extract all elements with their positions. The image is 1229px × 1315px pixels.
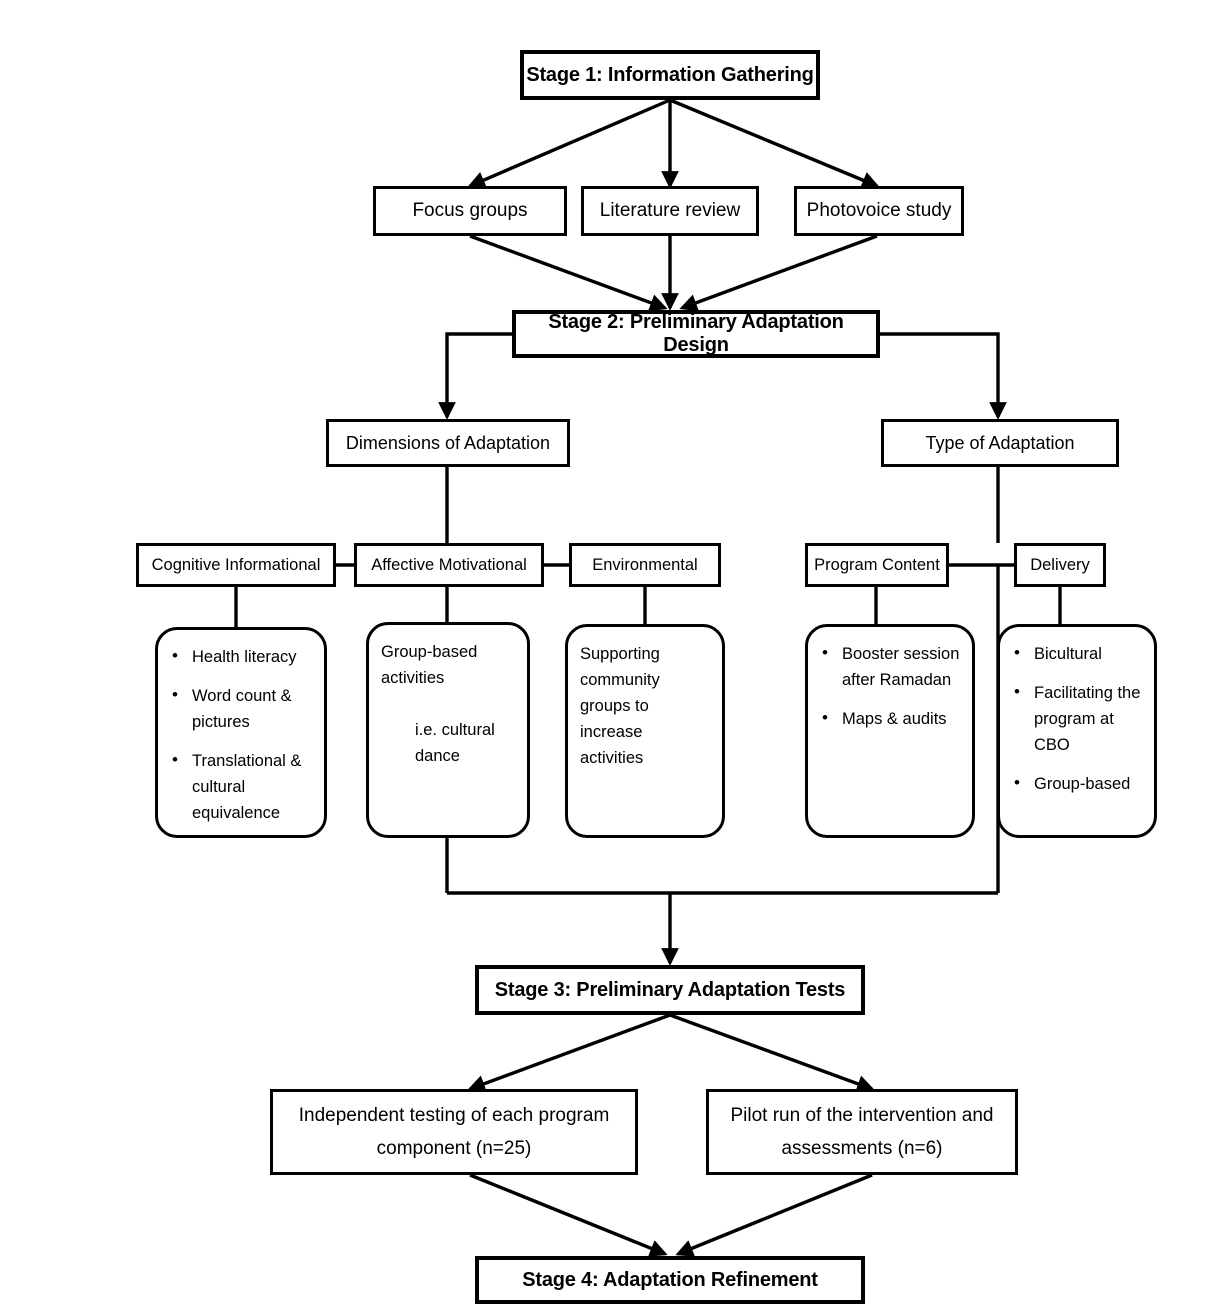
branch-label: Dimensions of Adaptation [345, 432, 551, 453]
detail-list: Booster session after Ramadan Maps & aud… [820, 640, 962, 732]
test-box-independent-testing[interactable]: Independent testing of each program comp… [270, 1089, 638, 1175]
test-label-line-2: assessments (n=6) [781, 1138, 943, 1159]
category-label: Delivery [1030, 555, 1090, 574]
list-item: Maps & audits [820, 705, 962, 732]
list-item: Group-based [1012, 770, 1144, 797]
detail-line: community [580, 671, 660, 690]
category-box-environmental[interactable]: Environmental [569, 543, 721, 587]
source-box-literature-review[interactable]: Literature review [581, 186, 759, 236]
detail-line: Group-based [381, 643, 478, 661]
stage-1-label: Stage 1: Information Gathering [526, 63, 814, 86]
category-box-delivery[interactable]: Delivery [1014, 543, 1106, 587]
source-label: Focus groups [412, 200, 528, 221]
list-item: Booster session after Ramadan [820, 640, 962, 693]
detail-text: Supporting community groups to increase … [580, 641, 712, 771]
stage-4-label: Stage 4: Adaptation Refinement [522, 1268, 818, 1291]
test-label-line-1: Independent testing of each program [298, 1104, 610, 1126]
spacer [381, 691, 517, 717]
list-item: Bicultural [1012, 640, 1144, 667]
category-label: Program Content [814, 555, 940, 574]
detail-line: dance [415, 747, 460, 766]
detail-line: increase [580, 723, 643, 742]
detail-line: i.e. cultural [415, 721, 495, 740]
stage-3-label: Stage 3: Preliminary Adaptation Tests [494, 978, 846, 1001]
category-label: Cognitive Informational [151, 555, 321, 574]
detail-line: activities [381, 669, 445, 688]
test-label-line-1: Pilot run of the intervention and [730, 1104, 994, 1126]
list-item: Word count & pictures [170, 682, 314, 735]
list-item: Health literacy [170, 643, 314, 670]
detail-line: Supporting [580, 645, 660, 663]
category-label: Environmental [592, 555, 698, 574]
detail-line: groups to [580, 697, 649, 716]
detail-text: Group-based activities i.e. cultural dan… [381, 639, 517, 769]
stage-4-box[interactable]: Stage 4: Adaptation Refinement [475, 1256, 865, 1304]
detail-list: Bicultural Facilitating the program at C… [1012, 640, 1144, 797]
source-label: Photovoice study [806, 200, 952, 221]
stage-2-box[interactable]: Stage 2: Preliminary Adaptation Design [512, 310, 880, 358]
detail-box-environmental[interactable]: Supporting community groups to increase … [565, 624, 725, 838]
detail-box-program-content[interactable]: Booster session after Ramadan Maps & aud… [805, 624, 975, 838]
branch-box-type-of-adaptation[interactable]: Type of Adaptation [881, 419, 1119, 467]
category-box-program-content[interactable]: Program Content [805, 543, 949, 587]
list-item: Translational & cultural equivalence [170, 747, 314, 826]
branch-label: Type of Adaptation [925, 432, 1075, 453]
source-box-photovoice-study[interactable]: Photovoice study [794, 186, 964, 236]
category-box-affective-motivational[interactable]: Affective Motivational [354, 543, 544, 587]
source-label: Literature review [599, 200, 741, 221]
detail-box-delivery[interactable]: Bicultural Facilitating the program at C… [997, 624, 1157, 838]
category-label: Affective Motivational [371, 555, 527, 574]
detail-box-affective-motivational[interactable]: Group-based activities i.e. cultural dan… [366, 622, 530, 838]
detail-line: activities [580, 749, 644, 768]
stage-2-label: Stage 2: Preliminary Adaptation Design [548, 311, 844, 356]
stage-3-box[interactable]: Stage 3: Preliminary Adaptation Tests [475, 965, 865, 1015]
branch-box-dimensions-of-adaptation[interactable]: Dimensions of Adaptation [326, 419, 570, 467]
source-box-focus-groups[interactable]: Focus groups [373, 186, 567, 236]
stage-1-box[interactable]: Stage 1: Information Gathering [520, 50, 820, 100]
detail-box-cognitive-informational[interactable]: Health literacy Word count & pictures Tr… [155, 627, 327, 838]
detail-list: Health literacy Word count & pictures Tr… [170, 643, 314, 826]
test-box-pilot-run[interactable]: Pilot run of the intervention and assess… [706, 1089, 1018, 1175]
category-box-cognitive-informational[interactable]: Cognitive Informational [136, 543, 336, 587]
list-item: Facilitating the program at CBO [1012, 679, 1144, 758]
test-label-line-2: component (n=25) [376, 1138, 532, 1159]
